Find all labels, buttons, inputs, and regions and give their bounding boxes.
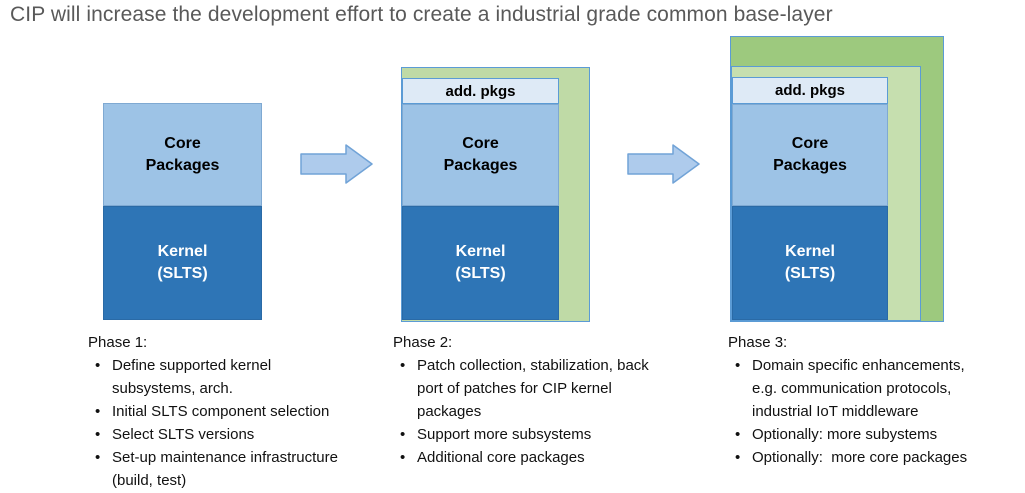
list-item: Initial SLTS component selection [88,400,344,423]
phase1-text-column: Phase 1: Define supported kernel subsyst… [88,331,344,492]
phase2-kernel-box: Kernel (SLTS) [402,206,559,320]
add-pkgs-label: add. pkgs [774,82,845,99]
list-item: Define supported kernel subsystems, arch… [88,354,344,400]
phase3-heading: Phase 3: [728,334,788,351]
phase2-core-packages-box: Core Packages [402,104,559,206]
phase3-core-packages-box: Core Packages [732,104,888,206]
phase2-add-pkgs-box: add. pkgs [402,78,559,104]
list-item: Patch collection, stabilization, back po… [393,354,657,423]
list-item: Select SLTS versions [88,423,344,446]
arrow-right-icon [627,144,701,184]
phase1-kernel-box: Kernel (SLTS) [103,206,262,320]
phase1-core-packages-box: Core Packages [103,103,262,206]
list-item: Optionally: more subystems [728,423,982,446]
core-packages-label: Core Packages [145,134,220,174]
phase3-text-column: Phase 3: Domain specific enhancements, e… [728,331,982,469]
list-item: Support more subsystems [393,423,657,446]
list-item: Set-up maintenance infrastructure (build… [88,446,344,492]
kernel-slts-label: Kernel (SLTS) [784,243,836,282]
phase2-text-column: Phase 2: Patch collection, stabilization… [393,331,657,469]
slide-title: CIP will increase the development effort… [10,3,833,26]
kernel-slts-label: Kernel (SLTS) [455,243,506,282]
core-packages-label: Core Packages [773,135,847,174]
list-item: Domain specific enhancements, e.g. commu… [728,354,982,423]
phase3-kernel-box: Kernel (SLTS) [732,206,888,320]
list-item: Additional core packages [393,446,657,469]
list-item: Optionally: more core packages [728,446,982,469]
kernel-slts-label: Kernel (SLTS) [157,243,208,282]
add-pkgs-label: add. pkgs [445,82,516,100]
phase1-heading: Phase 1: [88,334,148,351]
phase2-bullet-list: Patch collection, stabilization, back po… [393,354,657,469]
phase3-bullet-list: Domain specific enhancements, e.g. commu… [728,354,982,469]
phase1-bullet-list: Define supported kernel subsystems, arch… [88,354,344,492]
phase3-add-pkgs-box: add. pkgs [732,77,888,104]
phase2-heading: Phase 2: [393,334,453,351]
arrow-right-icon [300,144,374,184]
core-packages-label: Core Packages [443,135,518,174]
